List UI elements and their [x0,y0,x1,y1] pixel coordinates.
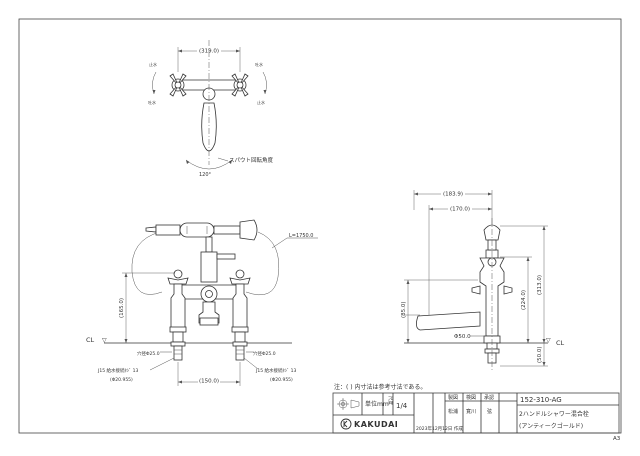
side-dim-left: (85.0) [401,301,407,318]
side-spout [416,311,481,331]
name-approve: 弦 [487,408,492,415]
scale-label: 尺度 [387,396,394,405]
hose-length: L=1750.0 [289,233,313,239]
side-dia-label: Φ50.0 [454,334,471,340]
kakudai-logo: KAKUDAI [340,418,398,430]
front-right-handle [229,269,251,361]
product-desc-2: (アンティークゴールド) [519,422,583,430]
reference-note: 注：( ) 内寸法は参考寸法である。 [334,383,426,391]
rot-label-bl: 吐水 [148,99,156,105]
conn-right-line1: J15 給水接続ﾈｼﾞ 13 [255,367,297,374]
conn-left-line1: J15 給水接続ﾈｼﾞ 13 [97,367,139,374]
side-cl-mark: ▽ [546,337,551,344]
hole-left-label: 穴径Φ25.0 [137,350,160,357]
side-view: (183.9) (170.0) (313.0) (224.0) (50.0) (… [401,190,565,370]
front-cl-mark: ▽ [102,337,107,344]
rot-label-tr: 吐水 [255,61,263,67]
projection-symbol-icon [337,398,360,410]
product-desc-1: 2ハンドルシャワー混合栓 [519,410,589,418]
hole-right-label: 穴径Φ25.0 [253,350,276,357]
side-cl-label: CL [556,339,565,347]
brand-name: KAKUDAI [354,420,398,429]
top-view: (319.0) 止水 吐水 吐水 止水 120° スパウト回転角度 [148,40,274,178]
left-cross-handle [169,73,187,97]
conn-right-line2: (Φ20.955) [270,377,293,383]
scale-value: 1/4 [396,402,408,410]
front-cl-label: CL [86,336,95,344]
drawing-date: 2023年12月12日 作成 [416,425,463,432]
spout-rotation-label: スパウト回転角度 [229,156,274,164]
col-draw: 製図 [448,394,458,401]
side-dim-top: (183.9) [443,192,463,198]
col-approve: 承認 [484,394,494,401]
hose-right-loop [245,231,280,296]
rot-label-tl: 止水 [149,61,157,67]
front-view: CL ▽ L=1750.0 [86,219,318,386]
name-check: 寛川 [466,408,476,415]
sheet-size-label: A3 [613,436,621,442]
col-check: 検図 [466,394,476,401]
center-distance-dim: (150.0) [199,379,219,385]
side-dim-second: (170.0) [450,207,470,213]
side-dim-bottom-right: (50.0) [537,346,543,363]
hand-shower [145,219,258,241]
side-dim-right-inner: (224.0) [521,290,527,310]
unit-label: 単位mm [365,400,389,408]
side-dim-right-outer: (313.0) [537,275,543,295]
name-draw: 松浦 [448,408,458,415]
hose-left-loop [131,231,163,295]
front-height-dim: (165.0) [119,298,125,318]
front-left-handle [167,269,189,361]
spout-angle-value: 120° [199,172,212,178]
title-block: 単位mm 尺度 1/4 製図 検図 承認 松浦 寛川 弦 KAKUDAI 202… [332,392,620,434]
right-cross-handle [231,73,249,97]
model-number: 152-310-AG [520,396,562,404]
spout-top-outline [201,102,217,152]
sheet-border [18,18,622,434]
conn-left-line2: (Φ20.955) [110,377,133,383]
rot-label-br: 止水 [257,99,265,105]
